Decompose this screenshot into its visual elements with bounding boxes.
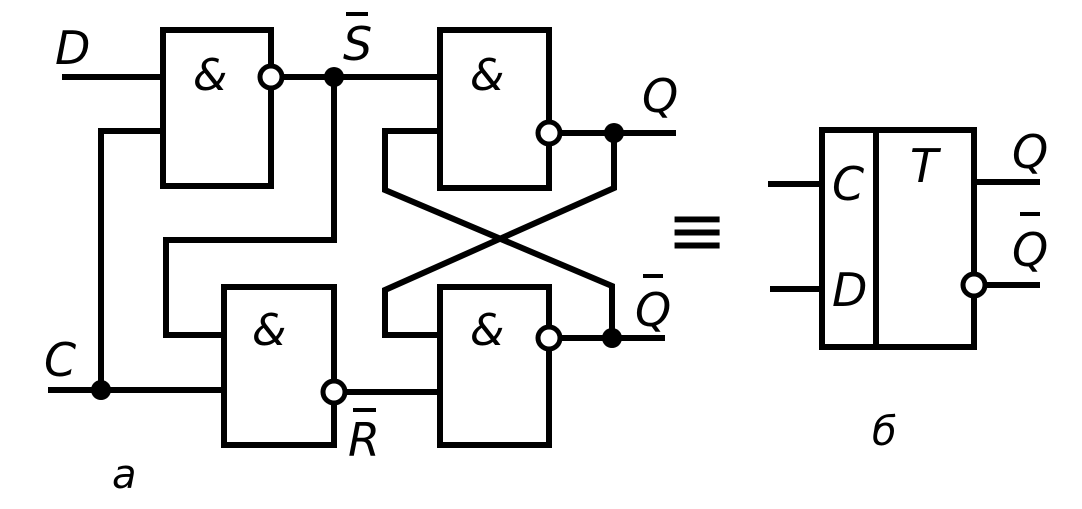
junction-dot-q-bar (602, 328, 622, 348)
gate-4-inverter-bubble (535, 324, 563, 352)
gate-2-inverter-bubble (535, 119, 563, 147)
output-label-q-bar: Q (635, 274, 671, 337)
q-bar-inverter-bubble (960, 271, 988, 299)
junction-dot-q (604, 123, 624, 143)
block-output-label-q-bar-text: Q (1012, 223, 1048, 277)
caption-b: б (872, 409, 897, 455)
gate-1-inverter-bubble (257, 63, 285, 91)
gate-3-symbol: & (252, 305, 286, 356)
block-input-label-c: C (832, 157, 864, 211)
output-label-q-bar-text: Q (635, 283, 671, 337)
gate-4: & (437, 284, 563, 448)
gate-2: & (437, 27, 563, 191)
block-output-label-q-bar: Q (1012, 212, 1048, 277)
node-label-s-bar-text: S (343, 17, 372, 71)
gate-2-symbol: & (470, 50, 504, 101)
flip-flop-block (819, 127, 988, 350)
equivalence-symbol: ≡ (667, 188, 727, 272)
block-output-label-q: Q (1012, 125, 1048, 179)
node-label-r-bar-text: R (348, 413, 380, 467)
node-label-s-bar: S (343, 12, 372, 71)
junction-dot-s (324, 67, 344, 87)
gate-1: & (160, 27, 285, 189)
block-input-label-d: D (832, 263, 867, 317)
part-b-wires (768, 179, 1040, 292)
part-a-wires (48, 74, 676, 395)
node-label-r-bar: R (348, 408, 380, 467)
caption-a: a (112, 452, 137, 498)
output-label-q: Q (642, 69, 678, 123)
gate-3: & (221, 284, 348, 448)
gate-1-symbol: & (193, 50, 227, 101)
gate-3-inverter-bubble (320, 378, 348, 406)
junction-dot-c (91, 380, 111, 400)
gate-4-symbol: & (470, 305, 504, 356)
input-label-c: C (44, 333, 76, 387)
input-label-d: D (55, 21, 90, 75)
block-type-label: T (910, 139, 942, 193)
